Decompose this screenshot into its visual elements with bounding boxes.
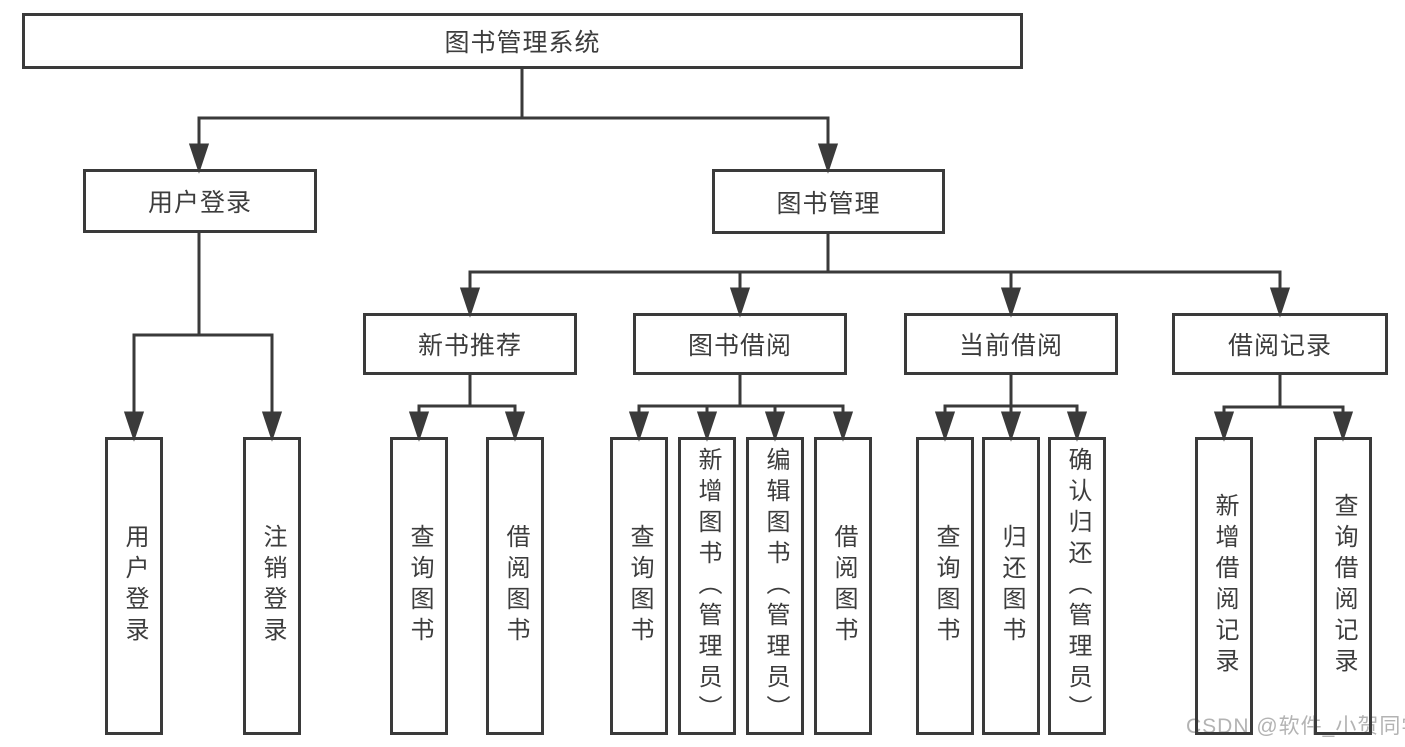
leaf-query-borrow-record: 查询借阅记录 <box>1314 437 1372 735</box>
leaf-add-book-admin: 新增图书（管理员） <box>678 437 736 735</box>
node-label: 注销登录 <box>259 524 286 648</box>
node-label: 归还图书 <box>998 524 1025 648</box>
node-label: 借阅图书 <box>502 524 529 648</box>
node-label: 查询图书 <box>932 524 959 648</box>
leaf-logout: 注销登录 <box>243 437 301 735</box>
leaf-user-login: 用户登录 <box>105 437 163 735</box>
node-borrowing-records: 借阅记录 <box>1172 313 1388 375</box>
leaf-borrow-books-recommend: 借阅图书 <box>486 437 544 735</box>
leaf-borrow-books-borrowing: 借阅图书 <box>814 437 872 735</box>
node-label: 新增借阅记录 <box>1211 493 1238 679</box>
node-current-borrowing: 当前借阅 <box>904 313 1118 375</box>
node-label: 查询图书 <box>626 524 653 648</box>
node-label: 编辑图书（管理员） <box>762 446 789 726</box>
leaf-edit-book-admin: 编辑图书（管理员） <box>746 437 804 735</box>
node-user-login: 用户登录 <box>83 169 317 233</box>
node-book-management: 图书管理 <box>712 169 945 234</box>
node-label: 图书管理系统 <box>444 29 601 57</box>
leaf-confirm-return-admin: 确认归还（管理员） <box>1048 437 1106 735</box>
node-label: 借阅记录 <box>1227 332 1332 360</box>
node-label: 借阅图书 <box>830 524 857 648</box>
node-label: 查询图书 <box>406 524 433 648</box>
leaf-query-books-current: 查询图书 <box>916 437 974 735</box>
node-label: 图书借阅 <box>687 332 792 360</box>
node-label: 用户登录 <box>121 524 148 648</box>
leaf-add-borrow-record: 新增借阅记录 <box>1195 437 1253 735</box>
node-new-book-recommendation: 新书推荐 <box>363 313 577 375</box>
node-label: 当前借阅 <box>958 332 1063 360</box>
node-label: 确认归还（管理员） <box>1064 446 1091 726</box>
node-label: 查询借阅记录 <box>1330 493 1357 679</box>
leaf-query-books-borrowing: 查询图书 <box>610 437 668 735</box>
node-label: 新书推荐 <box>417 332 522 360</box>
node-label: 用户登录 <box>147 189 252 217</box>
node-label: 新增图书（管理员） <box>694 446 721 726</box>
node-library-management-system: 图书管理系统 <box>22 13 1023 69</box>
node-book-borrowing: 图书借阅 <box>633 313 847 375</box>
leaf-return-book: 归还图书 <box>982 437 1040 735</box>
leaf-query-books-recommend: 查询图书 <box>390 437 448 735</box>
node-label: 图书管理 <box>776 189 881 218</box>
